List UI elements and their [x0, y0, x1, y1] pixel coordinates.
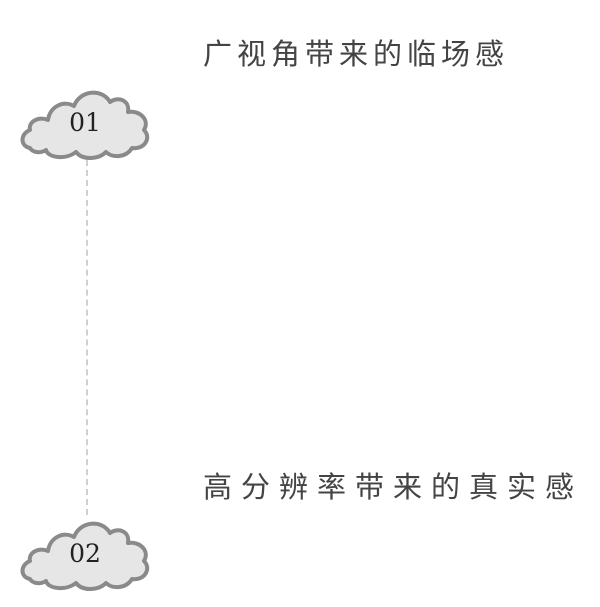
feature-title-1: 广视角带来的临场感: [203, 37, 510, 71]
cloud-badge-1: 01: [18, 82, 152, 162]
cloud-badge-2: 02: [18, 513, 152, 593]
feature-title-2: 高分辨率带来的真实感: [203, 470, 584, 504]
step-number: 01: [69, 108, 101, 137]
step-number: 02: [69, 539, 101, 568]
timeline-connector: [86, 160, 88, 515]
cloud-icon: [20, 521, 150, 591]
cloud-icon: [20, 90, 150, 160]
